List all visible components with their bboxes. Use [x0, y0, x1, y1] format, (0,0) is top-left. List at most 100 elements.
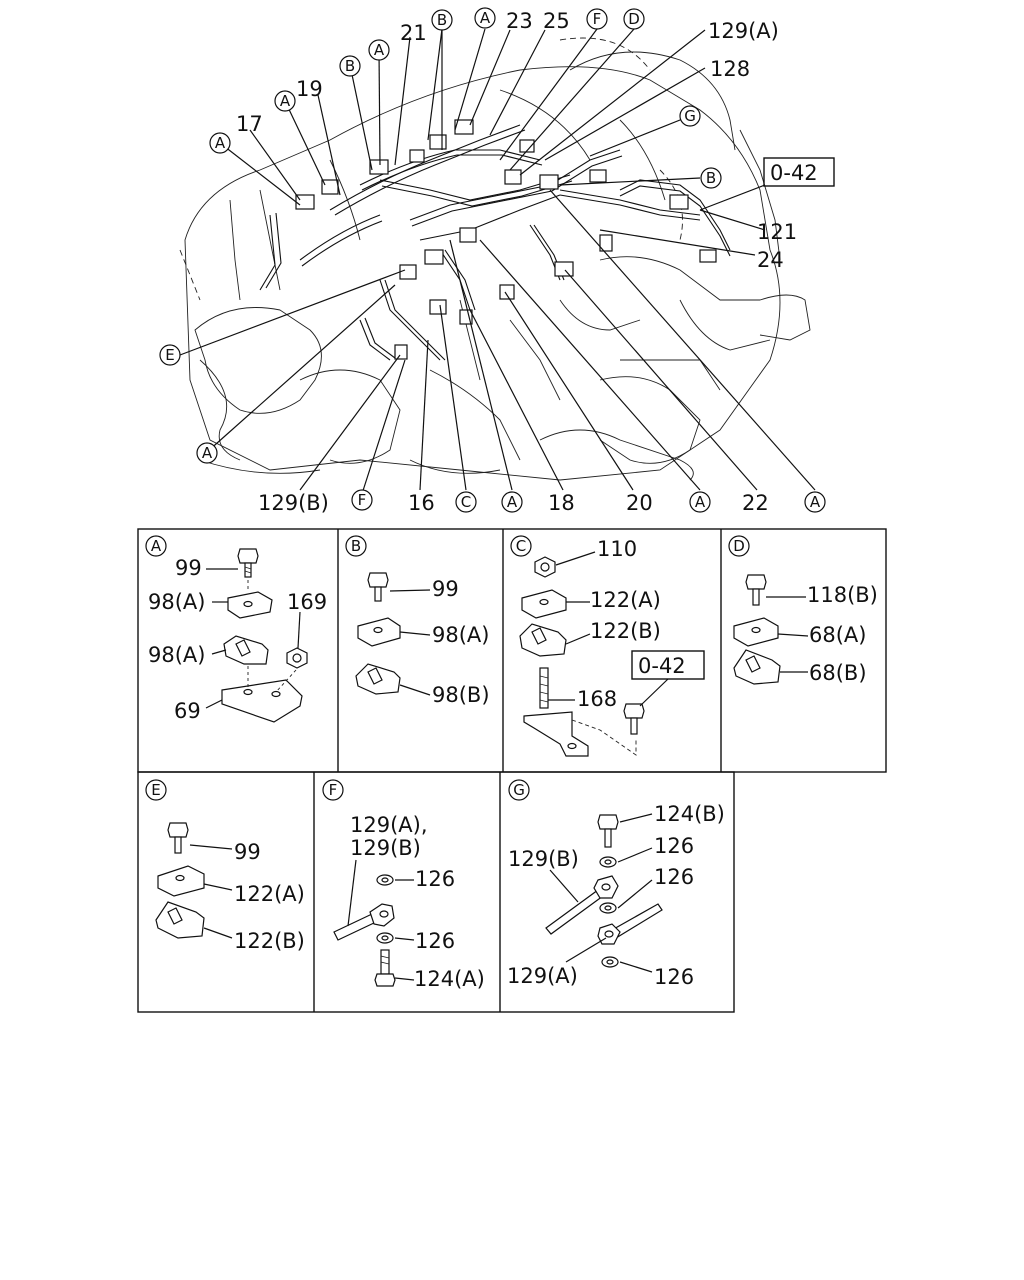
svg-text:B: B	[706, 169, 716, 187]
engine-block-outline	[184, 51, 811, 481]
svg-text:F: F	[593, 10, 602, 28]
bolt-icon	[237, 548, 259, 578]
bolt-icon	[167, 822, 189, 854]
label-110: 110	[597, 537, 637, 561]
svg-text:A: A	[810, 493, 821, 511]
callout-f: F	[351, 489, 373, 511]
svg-text:G: G	[684, 107, 696, 125]
label-99: 99	[432, 577, 459, 601]
label-24: 24	[757, 248, 784, 272]
bolt-icon	[374, 949, 396, 987]
pipe-clamps	[295, 119, 717, 360]
label-19: 19	[296, 77, 323, 101]
label-128: 128	[710, 57, 750, 81]
callout-a: A	[501, 491, 523, 513]
svg-text:A: A	[695, 493, 706, 511]
label-126: 126	[654, 865, 694, 889]
callout-f: F	[586, 8, 608, 30]
bolt-icon	[623, 703, 645, 735]
callout-a: A	[368, 39, 390, 61]
pipe-icon	[333, 913, 377, 941]
detail-a-letter: A	[151, 537, 162, 555]
bracket-icon	[221, 679, 303, 723]
label-98a: 98(A)	[148, 590, 205, 614]
callout-c: C	[455, 491, 477, 513]
svg-text:B: B	[345, 57, 355, 75]
label-23: 23	[506, 9, 533, 33]
callout-a: A	[196, 442, 218, 464]
label-122b: 122(B)	[234, 929, 305, 953]
svg-text:A: A	[480, 9, 491, 27]
callout-a: A	[689, 491, 711, 513]
svg-text:D: D	[628, 10, 640, 28]
callout-d: D	[623, 8, 645, 30]
label-126: 126	[654, 965, 694, 989]
detail-a: A 99 98(A) 169 98(A) 69	[145, 535, 327, 723]
label-168: 168	[577, 687, 617, 711]
svg-text:F: F	[358, 491, 367, 509]
label-126: 126	[415, 867, 455, 891]
label-122b: 122(B)	[590, 619, 661, 643]
label-21: 21	[400, 21, 427, 45]
detail-e: E 99 122(A) 122(B)	[145, 779, 305, 953]
callout-b: B	[700, 167, 722, 189]
detail-f-letter: F	[329, 781, 338, 799]
label-18: 18	[548, 491, 575, 515]
label-118b: 118(B)	[807, 583, 878, 607]
callout-a: A	[209, 132, 231, 154]
stud-icon	[539, 667, 549, 709]
label-68a: 68(A)	[809, 623, 866, 647]
label-98b: 98(B)	[432, 683, 490, 707]
bolt-icon	[597, 814, 619, 848]
svg-text:E: E	[165, 346, 174, 364]
detail-d-letter: D	[733, 537, 745, 555]
detail-g: G 124(B) 126 129(B) 126 129(A) 126	[507, 779, 725, 989]
callout-a: A	[804, 491, 826, 513]
label-122a: 122(A)	[590, 588, 661, 612]
label-129b: 129(B)	[258, 491, 329, 515]
ref-box-042	[763, 157, 835, 187]
callout-e: E	[159, 344, 181, 366]
detail-d: D 118(B) 68(A) 68(B)	[728, 535, 878, 685]
part-number-labels: 21 23 25 129(A) 128 19 17 0-42 121 24 12…	[236, 9, 835, 515]
pipe-icon	[545, 889, 604, 935]
label-129b: 129(B)	[350, 836, 421, 860]
label-99: 99	[175, 556, 202, 580]
label-98a: 98(A)	[432, 623, 489, 647]
label-22: 22	[742, 491, 769, 515]
detail-c: C 110 122(A) 122(B) 0-42 168	[510, 535, 705, 757]
callout-b: B	[339, 55, 361, 77]
detail-e-letter: E	[151, 781, 160, 799]
detail-f: F 129(A), 129(B) 126 126 124(A)	[322, 779, 485, 991]
detail-b: B 99 98(A) 98(B)	[345, 535, 490, 707]
bolt-icon	[745, 574, 767, 606]
bracket-icon	[523, 711, 589, 757]
label-129a: 129(A)	[708, 19, 779, 43]
label-68b: 68(B)	[809, 661, 867, 685]
svg-text:C: C	[461, 493, 471, 511]
label-129a: 129(A),	[350, 813, 428, 837]
svg-text:A: A	[202, 444, 213, 462]
label-126: 126	[654, 834, 694, 858]
label-20: 20	[626, 491, 653, 515]
hidden-lines	[179, 37, 683, 301]
detail-c-letter: C	[516, 537, 526, 555]
callout-a: A	[474, 7, 496, 29]
label-0-42: 0-42	[638, 654, 686, 678]
label-124b: 124(B)	[654, 802, 725, 826]
svg-text:A: A	[280, 92, 291, 110]
leader-lines	[179, 28, 816, 501]
detail-g-letter: G	[513, 781, 525, 799]
detail-b-letter: B	[351, 537, 361, 555]
callout-a: A	[274, 90, 296, 112]
callout-circles: B A F D G B A B A A E A F C A A A	[159, 7, 826, 513]
svg-text:B: B	[437, 11, 447, 29]
bolt-icon	[367, 572, 389, 602]
callout-g: G	[679, 105, 701, 127]
label-98a: 98(A)	[148, 643, 205, 667]
label-126: 126	[415, 929, 455, 953]
label-129a: 129(A)	[507, 964, 578, 988]
svg-text:A: A	[374, 41, 385, 59]
engine-main-view: B A F D G B A B A A E A F C A A A 21 23 …	[159, 7, 835, 515]
